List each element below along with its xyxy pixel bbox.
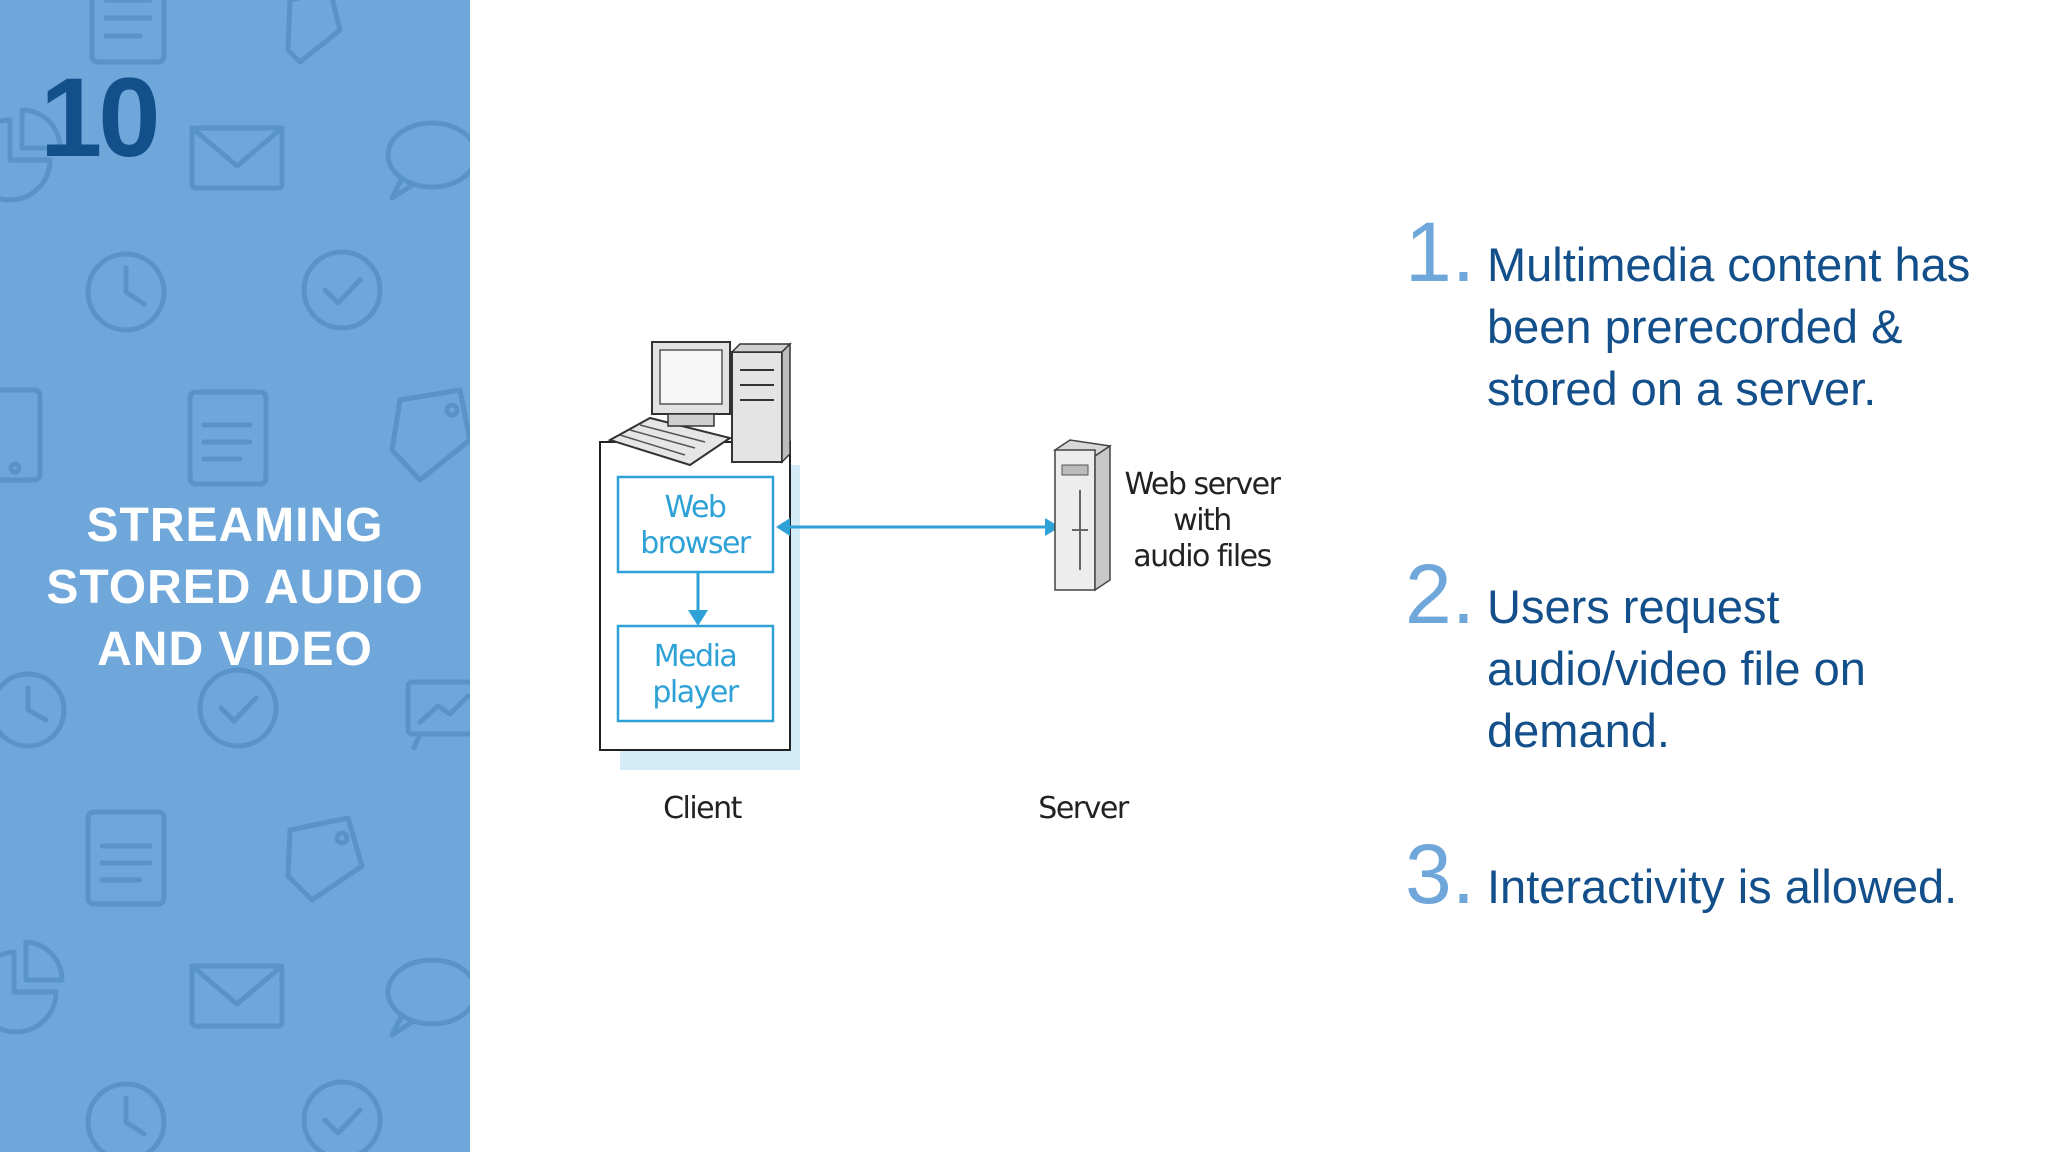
server-tower-icon — [1052, 439, 1113, 592]
speech-bubble-icon — [385, 120, 470, 201]
background-icon-pattern — [0, 0, 470, 1152]
web-browser-box — [616, 475, 775, 574]
presentation-board-icon — [405, 679, 470, 751]
client-label: Client — [663, 791, 743, 826]
web-browser-label-line: browser — [640, 526, 752, 561]
web-browser-label-line: Web — [665, 490, 726, 525]
key-point-number: 3. — [1405, 827, 1476, 921]
clock-icon — [85, 1081, 167, 1152]
section-title-line: STREAMING — [86, 499, 384, 552]
section-title-line: STORED AUDIO — [46, 561, 424, 614]
mail-icon — [189, 963, 285, 1029]
document-icon — [85, 809, 167, 907]
key-point-text: Multimedia content has been prerecorded … — [1487, 238, 1971, 415]
document-icon — [89, 0, 167, 65]
media-player-box — [616, 624, 775, 723]
pie-chart-icon — [0, 107, 63, 203]
server-caption-line: with — [1173, 503, 1231, 538]
tag-icon — [285, 815, 365, 903]
tablet-icon — [0, 387, 43, 483]
tag-icon — [285, 0, 343, 65]
key-point-text: Interactivity is allowed. — [1487, 860, 1958, 913]
server-caption-line: audio files — [1133, 539, 1271, 574]
media-player-label-line: player — [652, 675, 739, 710]
key-point-number: 1. — [1405, 205, 1476, 299]
browser-to-player-arrow — [688, 572, 708, 626]
checkmark-circle-icon — [301, 249, 383, 331]
checkmark-circle-icon — [197, 667, 279, 749]
clock-icon — [85, 251, 167, 333]
server-label: Server — [1038, 791, 1130, 826]
slide-number: 10 — [40, 55, 161, 180]
mail-icon — [189, 125, 285, 191]
section-title: STREAMING STORED AUDIO AND VIDEO — [0, 495, 470, 681]
media-player-label-line: Media — [654, 639, 737, 674]
client-server-arrow — [776, 518, 1060, 536]
tag-icon — [389, 387, 470, 483]
key-point-text: Users request audio/video file on demand… — [1487, 580, 1866, 757]
diagram-canvas: Web browser Media player Web server wi — [599, 341, 1283, 826]
key-point-number: 2. — [1405, 547, 1476, 641]
section-title-line: AND VIDEO — [97, 623, 373, 676]
document-icon — [187, 389, 269, 487]
sidebar-panel: 10 STREAMING STORED AUDIO AND VIDEO — [0, 0, 470, 1152]
speech-bubble-icon — [385, 957, 470, 1038]
clock-icon — [0, 671, 67, 749]
desktop-computer-icon — [607, 341, 792, 467]
client-server-diagram: Web browser Media player Web server wi — [590, 330, 1310, 850]
pie-chart-icon — [0, 939, 65, 1035]
server-caption-line: Web server — [1125, 467, 1282, 502]
checkmark-circle-icon — [301, 1079, 383, 1152]
